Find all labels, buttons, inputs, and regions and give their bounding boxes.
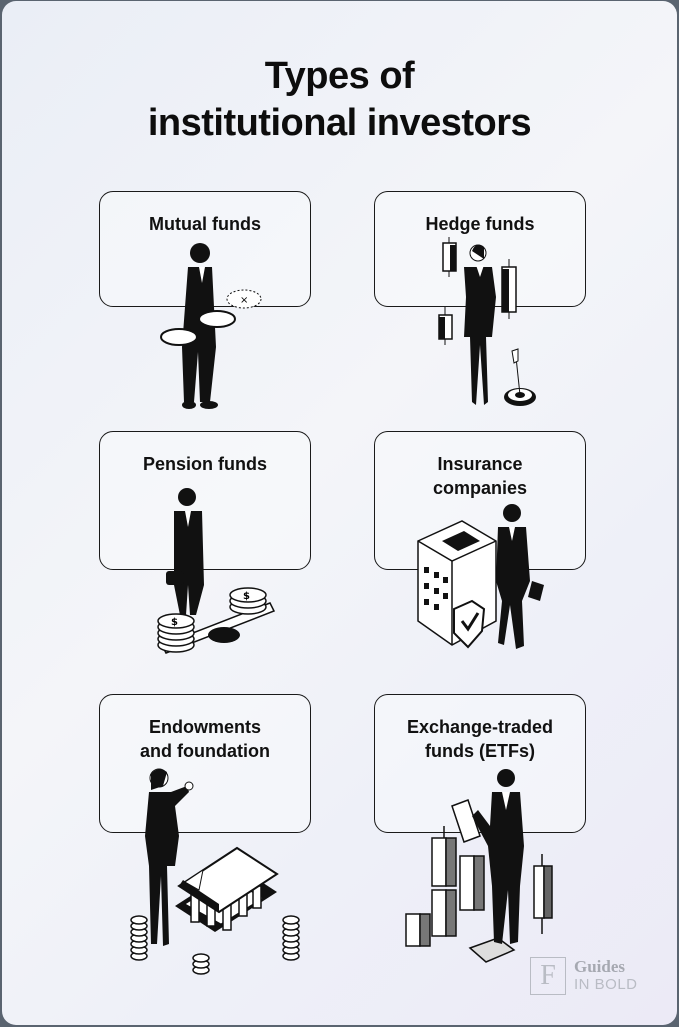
card-label: Insurance companies <box>375 452 585 500</box>
card-label-line: Exchange-traded <box>406 717 554 737</box>
card-label-line: Mutual funds <box>149 214 261 234</box>
businesswoman-candlestick-target-icon <box>438 237 536 406</box>
logo-f-icon: F <box>530 957 566 995</box>
businessman-pie-chart-icon: × <box>160 243 262 409</box>
card-pension-funds: Pension funds <box>99 431 311 570</box>
card-label: Endowments and foundation <box>100 715 310 763</box>
svg-text:$: $ <box>243 591 250 602</box>
card-label: Mutual funds <box>100 212 310 236</box>
svg-text:$: $ <box>171 617 178 628</box>
card-label-line: Pension funds <box>142 454 267 474</box>
businessman-building-shield-icon <box>417 504 544 649</box>
card-label: Pension funds <box>100 452 310 476</box>
card-exchange-traded-funds: Exchange-traded funds (ETFs) <box>374 694 586 833</box>
businessman-coin-seesaw-icon: $ $ <box>157 488 276 654</box>
logo-line-2: IN BOLD <box>574 976 638 993</box>
card-label: Hedge funds <box>375 212 585 236</box>
guides-in-bold-logo: F Guides IN BOLD <box>530 957 638 995</box>
logo-glyph: F <box>540 960 556 991</box>
card-label: Exchange-traded funds (ETFs) <box>375 715 585 763</box>
card-label-line: funds (ETFs) <box>425 741 535 761</box>
card-label-line: and foundation <box>140 741 270 761</box>
card-endowments-and-foundation: Endowments and foundation <box>99 694 311 833</box>
logo-line-1: Guides <box>574 957 626 976</box>
card-insurance-companies: Insurance companies <box>374 431 586 570</box>
title-line-1: Types of <box>264 55 415 97</box>
card-label-line: companies <box>432 478 528 498</box>
page-title: Types of institutional investors <box>2 53 677 147</box>
card-label-line: Insurance <box>437 454 523 474</box>
title-line-2: institutional investors <box>147 102 532 144</box>
businesswoman-bank-coins-icon <box>130 768 300 975</box>
logo-wordmark: Guides IN BOLD <box>574 958 638 994</box>
card-label-line: Hedge funds <box>425 214 535 234</box>
card-label-line: Endowments <box>148 717 261 737</box>
svg-text:×: × <box>240 295 248 306</box>
businessman-tablet-bar-blocks-icon <box>405 769 553 963</box>
